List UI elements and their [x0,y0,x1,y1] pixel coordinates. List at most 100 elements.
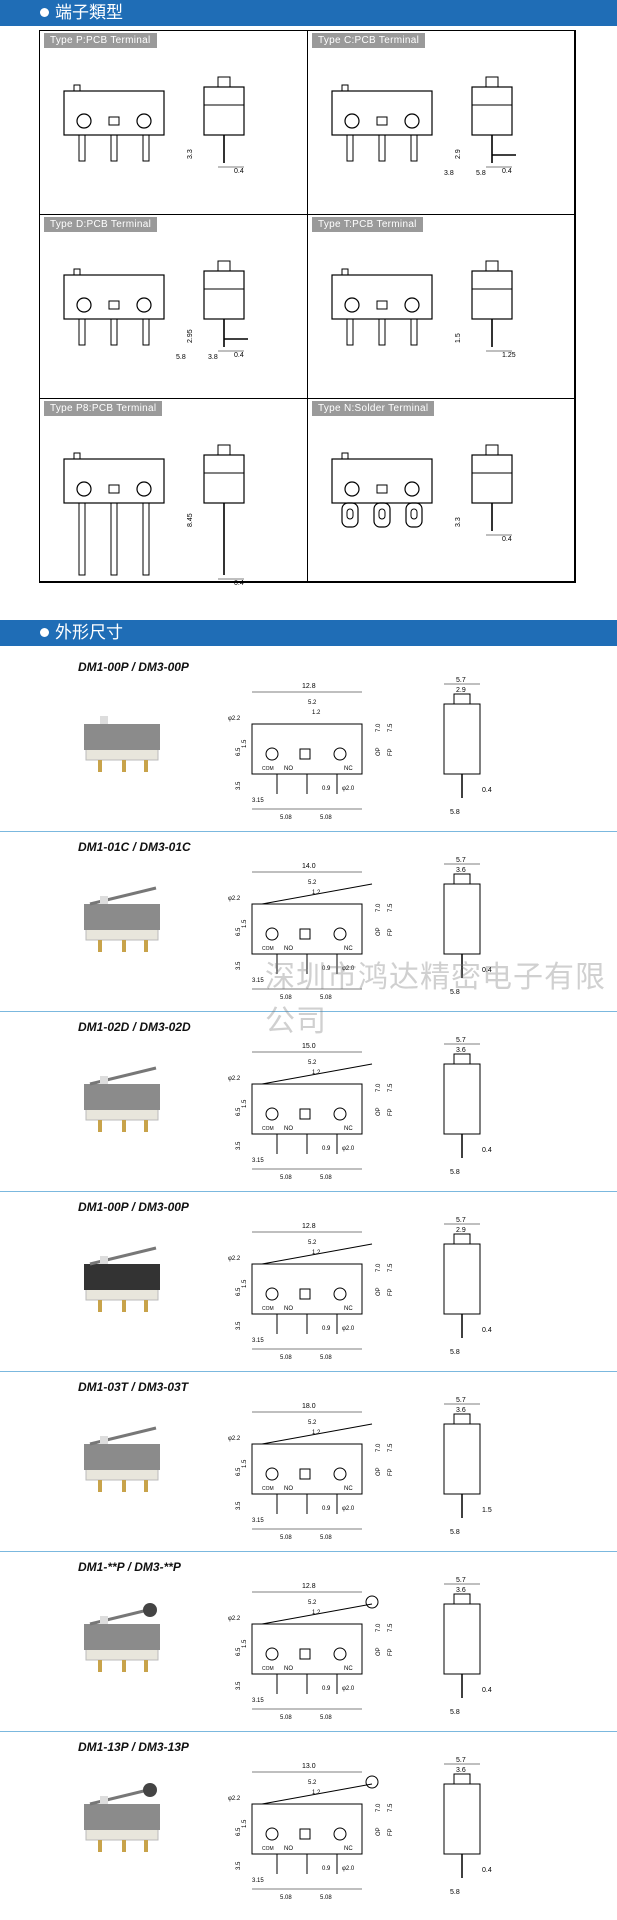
terminal-no-label: NO [284,1666,293,1672]
height-label: 6.5 [236,1827,242,1836]
width-label: 5.7 [456,1217,466,1224]
terminal-com-label: COM [262,946,274,952]
switch-body-outline [63,90,165,136]
terminal-com-label: COM [262,1486,274,1492]
side-view-body [471,86,513,136]
op-value: 7.0 [376,1443,382,1452]
terminal-com-label: COM [262,1126,274,1132]
drawing-center [299,748,311,760]
switch-body-outline [63,458,165,504]
side-body [443,1783,481,1855]
switch-body-outline [63,274,165,320]
pcb-pin [346,318,354,346]
drawing-hole [333,1647,347,1661]
product-model: DM1-02D / DM3-02D [78,1020,191,1034]
photo-button [100,1796,108,1804]
pin-diameter-label: φ2.0 [342,966,355,972]
pin-length-label: 3.5 [236,1861,242,1870]
pcb-pin [110,502,118,576]
mount-hole [136,481,152,497]
product-photo [84,886,160,952]
side-actuator [485,444,499,456]
pcb-pin [110,134,118,162]
mount-hole [344,297,360,313]
side-actuator [217,444,231,456]
terminal-com-label: COM [262,1306,274,1312]
photo-button [100,896,108,904]
side-view-body [471,454,513,504]
button-label: 1.2 [312,1430,321,1436]
product-photo [84,1066,160,1132]
solder-hole [378,508,386,520]
dimension-label: 0.4 [234,352,244,359]
overall-length-label: 12.8 [302,683,316,690]
side-actuator [453,1053,471,1065]
solder-lug [373,502,391,528]
pin-diameter-label: φ2.0 [342,1866,355,1872]
fp-label: FP [388,1828,394,1836]
terminal-drawing: 8.450.4 [63,444,245,587]
mount-hole [404,481,420,497]
solder-hole [410,508,418,520]
fp-label: FP [388,928,394,936]
mount-hole [344,481,360,497]
button-label: 1.2 [312,1790,321,1796]
pcb-pin [410,318,418,346]
photo-lever [89,1426,157,1446]
button-label: 1.2 [312,1070,321,1076]
width-label: 5.7 [456,1757,466,1764]
offset-label: 1.5 [242,1099,248,1108]
center-marker [376,484,388,494]
product-photo [84,1246,160,1312]
dimension-label: 2.9 [455,149,462,159]
side-dimension-drawing: 5.73.60.45.8 [443,1037,492,1176]
photo-pin [98,1660,102,1672]
photo-pin [144,1120,148,1132]
photo-body [84,1084,160,1110]
side-dimension-drawing: 5.73.61.55.8 [443,1397,492,1536]
mount-hole [404,297,420,313]
hole-diameter-label: φ2.2 [228,896,241,902]
side-dimension-drawing: 5.73.60.45.8 [443,857,492,996]
dimension-label: 5.8 [476,170,486,177]
overall-length-label: 13.0 [302,1763,316,1770]
actuator-outline [73,452,81,460]
terminal-nc-label: NC [344,1666,353,1672]
actuator-width-label: 3.6 [456,1587,466,1594]
photo-body [84,904,160,930]
actuator-width-label: 3.6 [456,867,466,874]
photo-roller [143,1603,157,1617]
product-model: DM1-00P / DM3-00P [78,1200,189,1214]
side-actuator [453,1773,471,1785]
photo-pin [144,1660,148,1672]
photo-pin [98,1840,102,1852]
terminal-types-heading: 端子類型 [0,0,617,26]
terminal-type-label: Type T:PCB Terminal [312,217,423,232]
product-photo [84,1783,160,1852]
button-label: 1.2 [312,710,321,716]
drawing-hole [265,1467,279,1481]
op-value: 7.0 [376,1263,382,1272]
pin-pitch-label: 5.08 [280,1895,292,1901]
actuator-outline [73,84,81,92]
photo-button [100,1256,108,1264]
pin-thickness-label: 0.4 [482,1687,492,1694]
photo-pin [98,1120,102,1132]
photo-pin [122,1660,126,1672]
op-label: OP [376,1107,382,1116]
depth-label: 5.8 [450,989,460,996]
dimension-label: 0.4 [502,536,512,543]
pcb-pin [410,134,418,162]
pin-diameter-label: φ2.0 [342,1326,355,1332]
pcb-pin [78,134,86,162]
side-actuator [217,260,231,272]
photo-pin [122,1300,126,1312]
